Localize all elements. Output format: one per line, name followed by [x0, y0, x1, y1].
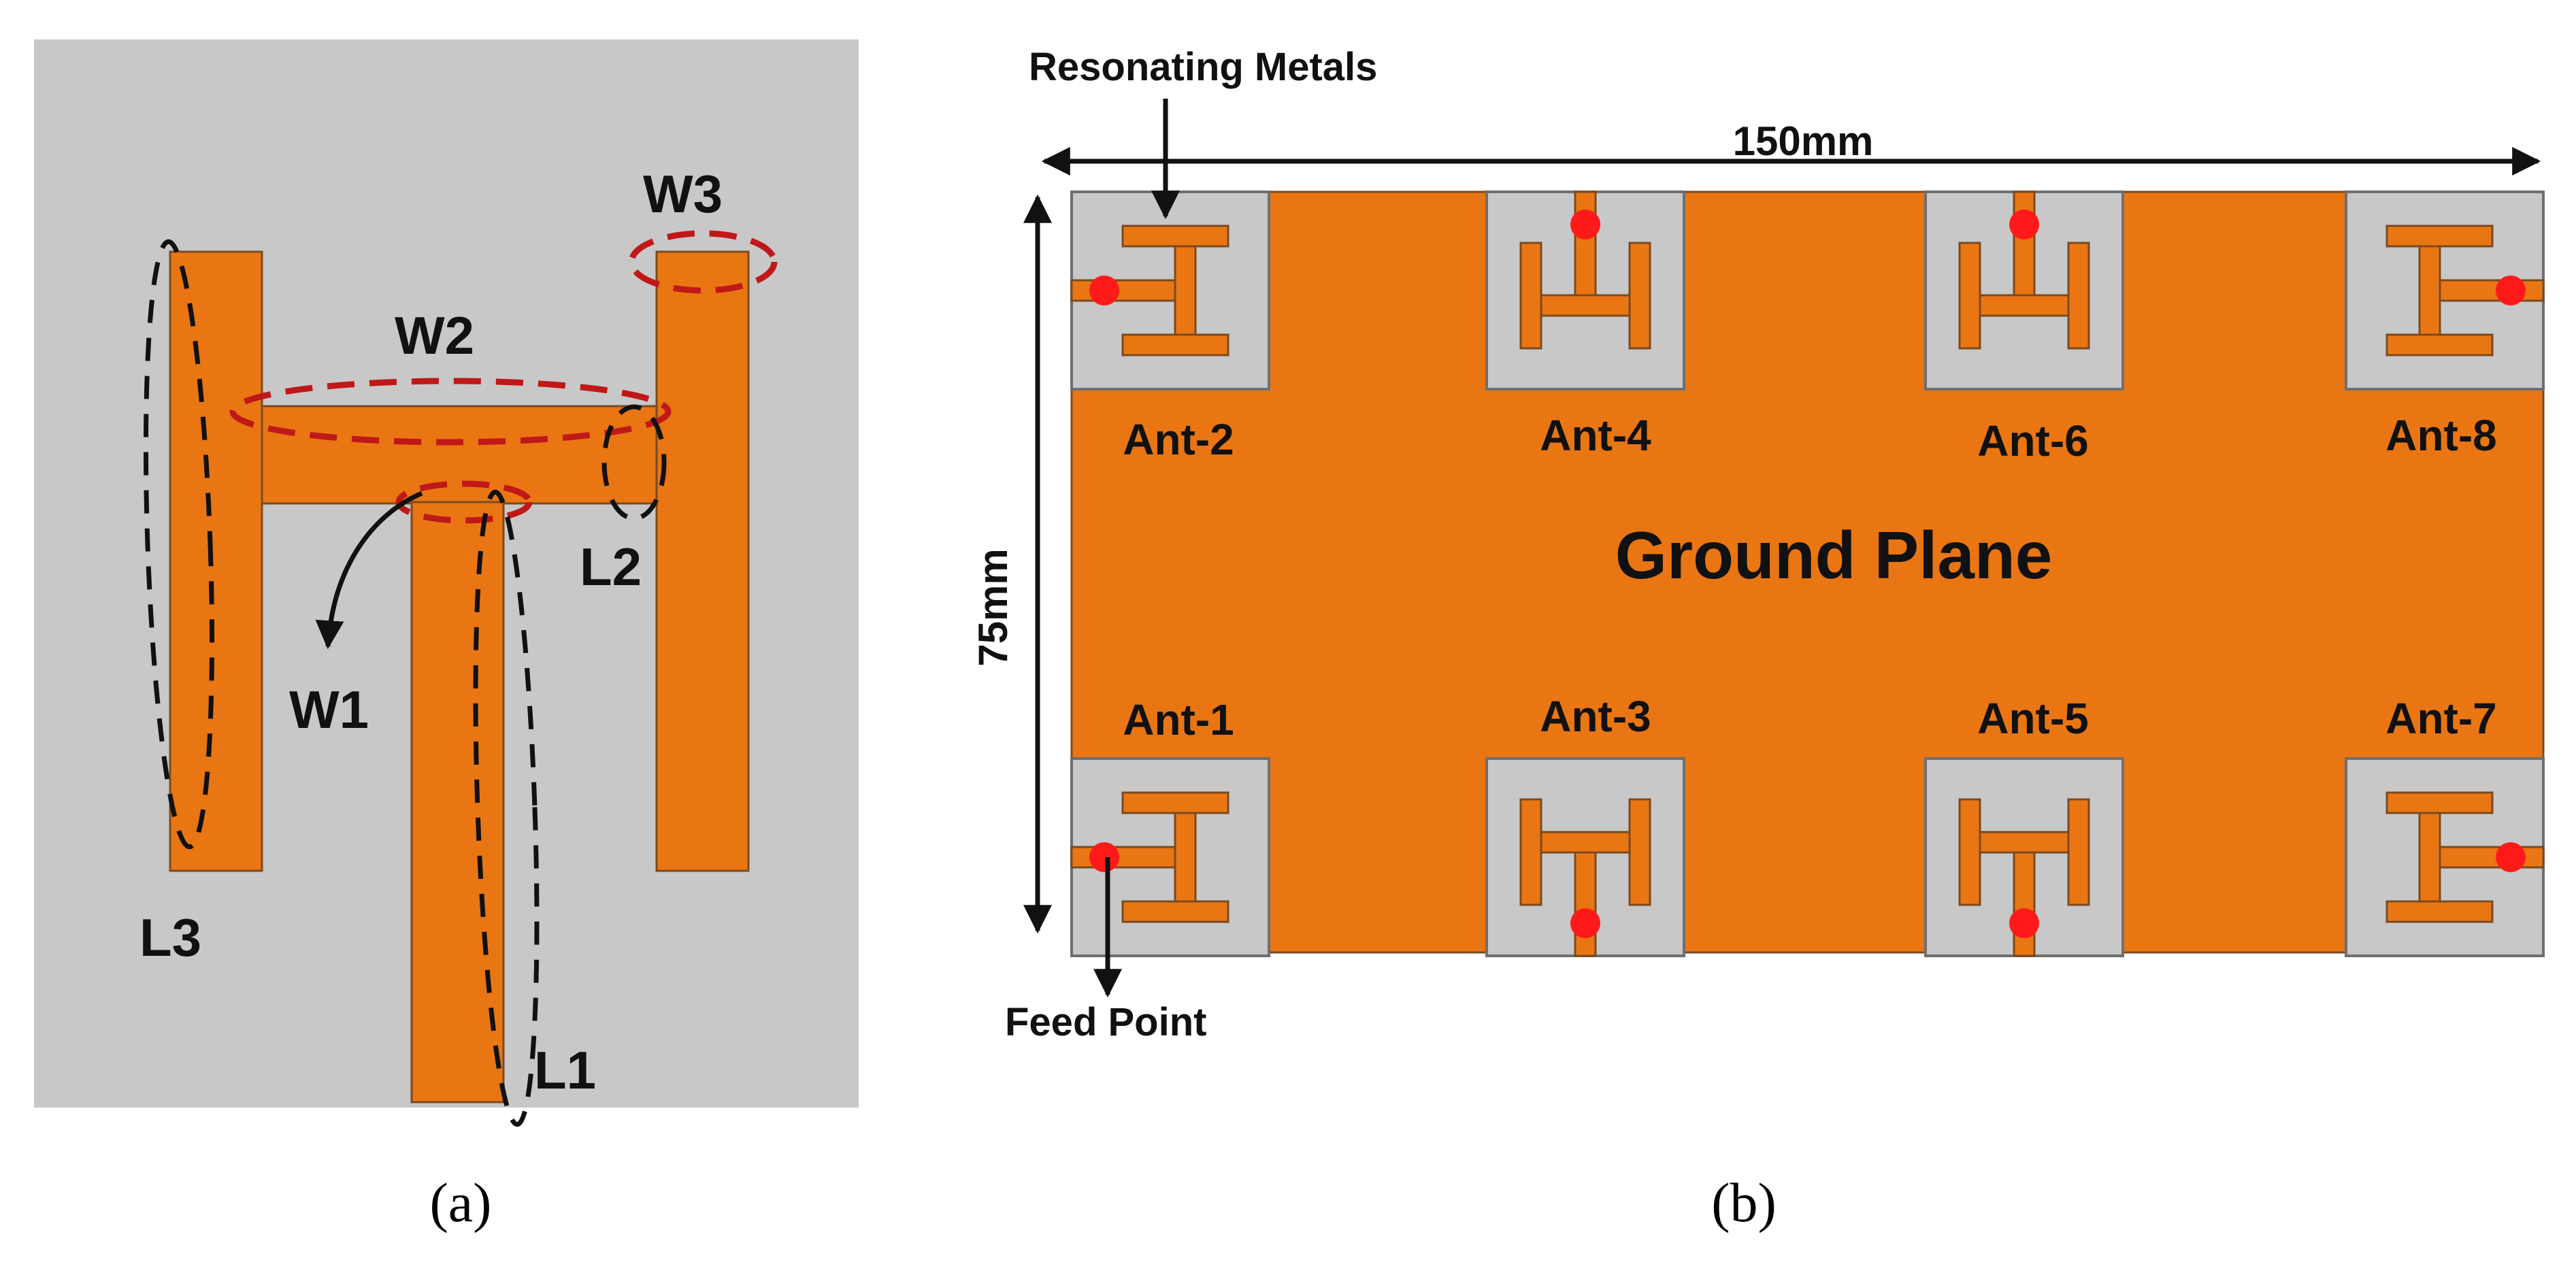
w3-marker [628, 230, 778, 294]
ant2-feed-dot [1089, 276, 1119, 305]
ant7-radiator-part-1 [2385, 900, 2494, 923]
ant2-radiator-part-0 [1121, 225, 1229, 248]
ground-plane-label: Ground Plane [1615, 518, 2053, 593]
ant3-radiator-part-2 [1540, 831, 1631, 854]
ant5-label: Ant-5 [1977, 694, 2089, 743]
ant1-radiator-part-0 [1121, 791, 1229, 814]
ant8-radiator-part-3 [2439, 279, 2545, 302]
ant6-radiator-part-1 [1958, 242, 1981, 350]
w1-marker [395, 480, 533, 524]
ant2-label: Ant-2 [1123, 415, 1234, 464]
ant7-element [2345, 757, 2545, 957]
panel-b: Ant-2 Ant-4 Ant-6 Ant-8 Ant-1 Ant-3 Ant-… [970, 45, 2545, 1233]
ant5-radiator-part-1 [2067, 798, 2090, 906]
ant8-label: Ant-8 [2385, 411, 2497, 460]
label-l2: L2 [580, 537, 642, 597]
label-w2: W2 [395, 305, 474, 365]
radiator-crossbar [261, 405, 658, 505]
ant1-element [1070, 757, 1270, 957]
ant8-radiator-part-1 [2385, 333, 2494, 356]
ant5-radiator-part-2 [1979, 831, 2070, 854]
ant4-label: Ant-4 [1540, 411, 1651, 460]
feed-point-label: Feed Point [1005, 1000, 1206, 1044]
ant5-radiator-part-3 [2013, 851, 2036, 957]
ant4-feed-dot [1570, 210, 1600, 239]
label-l3: L3 [139, 908, 201, 967]
radiator-right-arm [655, 250, 750, 872]
l3-marker [143, 239, 215, 850]
caption-a: (a) [429, 1172, 491, 1233]
ant3-element [1485, 757, 1685, 957]
ant7-radiator-part-2 [2418, 812, 2441, 903]
height-dimension-label: 75mm [970, 548, 1016, 666]
ant5-feed-dot [2009, 908, 2039, 938]
ant8-feed-dot [2496, 276, 2526, 305]
ant4-radiator-part-0 [1628, 242, 1651, 350]
ant8-radiator-part-2 [2418, 245, 2441, 336]
ant6-radiator-part-2 [1979, 294, 2070, 317]
h-shaped-radiator [169, 250, 750, 1103]
ant3-feed-dot [1570, 908, 1600, 938]
ant6-label: Ant-6 [1977, 416, 2089, 465]
l1-marker [473, 489, 540, 1127]
ant2-element [1070, 190, 1270, 391]
radiator-left-arm [169, 250, 263, 872]
antenna-array [1070, 190, 2545, 957]
ant1-radiator-part-3 [1070, 846, 1176, 869]
ant4-radiator-part-3 [1574, 190, 1597, 297]
ant3-radiator-part-3 [1574, 851, 1597, 957]
ant1-radiator-part-2 [1174, 812, 1197, 903]
ant6-radiator-part-0 [2067, 242, 2090, 350]
width-markers [229, 230, 778, 524]
label-w1: W1 [289, 680, 369, 740]
ant7-feed-dot [2496, 842, 2526, 872]
panel-a: W2 W3 W1 L2 L3 L1 (a) [34, 39, 859, 1233]
label-l1: L1 [534, 1040, 596, 1100]
w2-marker [229, 378, 672, 446]
ant1-label: Ant-1 [1123, 695, 1234, 744]
l2-marker [601, 404, 667, 521]
ant5-radiator-part-0 [1958, 798, 1981, 906]
ant5-element [1924, 757, 2124, 957]
w1-pointer-arrow [315, 491, 423, 650]
ant2-radiator-part-3 [1070, 279, 1176, 302]
ant3-label: Ant-3 [1540, 692, 1651, 741]
ant7-label: Ant-7 [2385, 694, 2497, 743]
ant2-radiator-part-1 [1121, 333, 1229, 356]
ant6-radiator-part-3 [2013, 190, 2036, 297]
ant-labels: Ant-2 Ant-4 Ant-6 Ant-8 Ant-1 Ant-3 Ant-… [1123, 411, 2497, 744]
ant1-radiator-part-1 [1121, 900, 1229, 923]
ant7-radiator-part-3 [2439, 846, 2545, 869]
ant6-feed-dot [2009, 210, 2039, 239]
ant7-radiator-part-0 [2385, 791, 2494, 814]
caption-b: (b) [1711, 1172, 1777, 1233]
ant3-radiator-part-0 [1519, 798, 1542, 906]
ant1-feed-dot [1089, 842, 1119, 872]
ant8-radiator-part-0 [2385, 225, 2494, 248]
label-w3: W3 [643, 164, 723, 224]
ant3-radiator-part-1 [1628, 798, 1651, 906]
ground-plane [1070, 190, 2545, 954]
resonating-metals-label: Resonating Metals [1029, 45, 1377, 89]
ant8-element [2345, 190, 2545, 391]
width-dimension-label: 150mm [1733, 118, 1874, 164]
ant6-element [1924, 190, 2124, 391]
ant4-element [1485, 190, 1685, 391]
length-markers [143, 239, 667, 1127]
ant4-radiator-part-1 [1519, 242, 1542, 350]
ant4-radiator-part-2 [1540, 294, 1631, 317]
radiator-feed-stem [410, 501, 505, 1103]
ant2-radiator-part-2 [1174, 245, 1197, 336]
